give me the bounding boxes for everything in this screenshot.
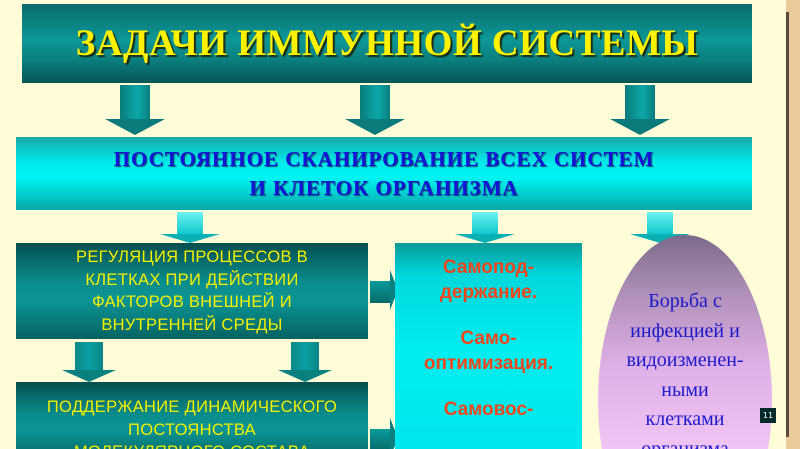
border-line	[786, 12, 789, 437]
arrow-down-icon	[630, 212, 690, 243]
scanning-box: ПОСТОЯННОЕ СКАНИРОВАНИЕ ВСЕХ СИСТЕМ И КЛ…	[16, 137, 752, 210]
slide-title: ЗАДАЧИ ИММУННОЙ СИСТЕМЫ	[75, 23, 699, 64]
regulation-line: ВНУТРЕННЕЙ СРЕДЫ	[101, 315, 283, 334]
self-maintenance-box: Самопод- держание. Само- оптимизация. Са…	[395, 243, 582, 449]
arrow-down-icon	[455, 212, 515, 243]
scanning-line: И КЛЕТОК ОРГАНИЗМА	[249, 175, 519, 200]
homeostasis-line: ПОСТОЯНСТВА	[128, 420, 256, 439]
scanning-line: ПОСТОЯННОЕ СКАНИРОВАНИЕ ВСЕХ СИСТЕМ	[113, 146, 655, 171]
regulation-box: РЕГУЛЯЦИЯ ПРОЦЕССОВ В КЛЕТКАХ ПРИ ДЕЙСТВ…	[16, 243, 368, 339]
regulation-line: ФАКТОРОВ ВНЕШНЕЙ И	[92, 293, 292, 311]
self-line: Самовос-	[443, 399, 534, 420]
oval-line: клетками	[645, 408, 725, 430]
homeostasis-box: ПОДДЕРЖАНИЕ ДИНАМИЧЕСКОГО ПОСТОЯНСТВА МО…	[16, 382, 368, 449]
arrow-right-icon	[370, 270, 398, 310]
self-line: держание.	[439, 282, 538, 303]
regulation-line: КЛЕТКАХ ПРИ ДЕЙСТВИИ	[85, 270, 299, 289]
arrow-down-icon	[278, 342, 332, 382]
oval-line: видоизменен-	[626, 349, 744, 371]
arrow-down-icon	[62, 342, 116, 382]
oval-line: Борьба с	[648, 290, 722, 312]
infection-fight-oval: Борьба с инфекцией и видоизменен- ными к…	[598, 235, 772, 449]
self-line: оптимизация.	[423, 353, 554, 374]
title-box: ЗАДАЧИ ИММУННОЙ СИСТЕМЫ	[22, 4, 752, 83]
oval-line: инфекцией и	[630, 319, 740, 342]
oval-line: организма	[641, 437, 729, 449]
self-line: Самопод-	[442, 257, 535, 278]
oval-line: ными	[661, 378, 709, 401]
homeostasis-line: МОЛЕКУЛЯРНОГО СОСТАВА	[74, 441, 310, 449]
arrow-down-icon	[345, 85, 405, 135]
arrow-down-icon	[610, 85, 670, 135]
regulation-line: РЕГУЛЯЦИЯ ПРОЦЕССОВ В	[76, 248, 308, 266]
self-line: Само-	[460, 328, 517, 349]
homeostasis-line: ПОДДЕРЖАНИЕ ДИНАМИЧЕСКОГО	[46, 398, 338, 416]
arrow-down-icon	[105, 85, 165, 135]
page-number: 11	[760, 408, 776, 423]
arrow-right-icon	[370, 418, 398, 449]
arrow-down-icon	[160, 212, 220, 243]
